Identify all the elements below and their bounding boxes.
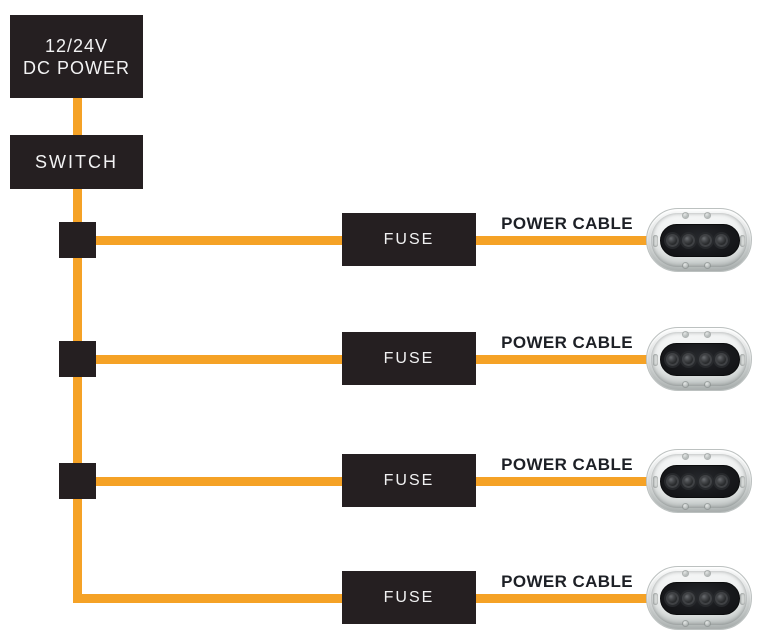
mount-slot-right [740, 593, 745, 605]
screw-icon [683, 332, 688, 337]
screw-icon [683, 213, 688, 218]
led-lens-icon [682, 475, 695, 488]
screw-icon [705, 504, 710, 509]
led-lens-icon [715, 592, 728, 605]
screw-icon [683, 382, 688, 387]
screw-icon [683, 263, 688, 268]
led-lens-icon [682, 353, 695, 366]
screw-icon [705, 621, 710, 626]
led-lens-icon [699, 234, 712, 247]
fuse-box: FUSE [342, 454, 476, 507]
screw-icon [683, 571, 688, 576]
led-lens-icon [699, 592, 712, 605]
power-cable-label: POWER CABLE [501, 572, 633, 591]
switch-label: SWITCH [35, 151, 118, 172]
underwater-light-icon [646, 208, 752, 272]
mount-slot-right [740, 235, 745, 247]
light-face [660, 343, 740, 376]
power-cable-line [476, 477, 654, 486]
led-lens-icon [682, 592, 695, 605]
mount-slot-right [740, 476, 745, 488]
fuse-label: FUSE [383, 230, 435, 248]
dc-power-label-line2: DC POWER [23, 57, 130, 78]
mount-slot-right [740, 354, 745, 366]
fuse-label: FUSE [383, 471, 435, 489]
screw-icon [705, 571, 710, 576]
light-face [660, 465, 740, 498]
led-lens-icon [699, 475, 712, 488]
led-lens-icon [682, 234, 695, 247]
fuse-label: FUSE [383, 588, 435, 606]
screw-icon [705, 382, 710, 387]
screw-icon [705, 454, 710, 459]
dc-power-label-line1: 12/24V [44, 35, 109, 56]
mount-slot-left [653, 354, 658, 366]
mount-slot-left [653, 476, 658, 488]
screw-icon [683, 504, 688, 509]
fuse-box: FUSE [342, 213, 476, 266]
power-cable-line [476, 594, 654, 603]
power-cable-label: POWER CABLE [501, 214, 633, 233]
underwater-light-icon [646, 566, 752, 630]
light-face [660, 224, 740, 257]
junction-node-1 [59, 222, 96, 258]
led-lens-icon [666, 234, 679, 247]
led-lens-icon [666, 475, 679, 488]
branch-cable-line [95, 477, 342, 486]
fuse-label: FUSE [383, 349, 435, 367]
light-face [660, 582, 740, 615]
screw-icon [705, 213, 710, 218]
branch-cable-line [95, 355, 342, 364]
led-lens-icon [715, 234, 728, 247]
screw-icon [705, 332, 710, 337]
switch-box: SWITCH [10, 135, 143, 189]
junction-node-2 [59, 341, 96, 377]
led-lens-icon [715, 353, 728, 366]
fuse-box: FUSE [342, 332, 476, 385]
mount-slot-left [653, 593, 658, 605]
led-lens-icon [666, 592, 679, 605]
underwater-light-icon [646, 449, 752, 513]
led-lens-icon [715, 475, 728, 488]
screw-icon [705, 263, 710, 268]
power-cable-line [476, 355, 654, 364]
fuse-box: FUSE [342, 571, 476, 624]
power-cable-label: POWER CABLE [501, 455, 633, 474]
underwater-light-icon [646, 327, 752, 391]
junction-node-3 [59, 463, 96, 499]
mount-slot-left [653, 235, 658, 247]
led-lens-icon [666, 353, 679, 366]
branch-cable-line [95, 236, 342, 245]
screw-icon [683, 621, 688, 626]
led-lens-icon [699, 353, 712, 366]
screw-icon [683, 454, 688, 459]
dc-power-box: 12/24V DC POWER [10, 15, 143, 98]
branch-cable-line [73, 594, 342, 603]
power-cable-label: POWER CABLE [501, 333, 633, 352]
power-cable-line [476, 236, 654, 245]
